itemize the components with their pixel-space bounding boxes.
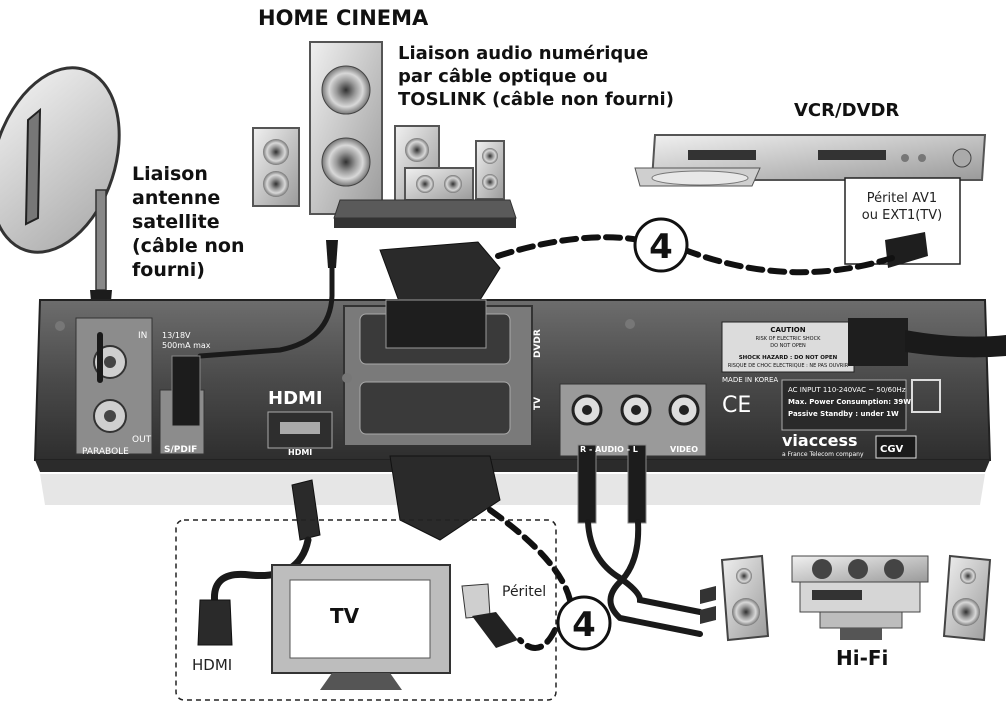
vcr-dvdr — [634, 134, 987, 268]
panel-hdmi-logo: HDMI — [268, 388, 323, 409]
tv-scart-label: Péritel — [502, 584, 547, 600]
callout-top-number: 4 — [649, 227, 673, 267]
home-cinema-title: HOME CINEMA — [258, 6, 429, 30]
optical-link-label: Liaison audio numérique par câble optiqu… — [398, 42, 674, 111]
satellite-dish — [0, 66, 121, 335]
caution-sub1: RISK OF ELECTRIC SHOCK — [756, 336, 821, 342]
caution-title: CAUTION — [770, 326, 805, 334]
sat-line5: fourni) — [132, 259, 205, 281]
tv-box — [175, 519, 557, 701]
panel-in-label: IN — [138, 331, 147, 341]
callout-bottom-number: 4 — [572, 605, 596, 645]
panel-parabole-label: PARABOLE — [82, 447, 129, 457]
panel-standby: Passive Standby : under 1W — [788, 410, 899, 418]
satellite-link-label: Liaison antenne satellite (câble non fou… — [132, 162, 245, 282]
panel-dvdr-label: DVDR — [533, 329, 543, 358]
panel-viaccess: viaccess — [782, 431, 858, 450]
callout-top: 4 — [633, 217, 689, 273]
home-cinema-speakers — [252, 41, 517, 268]
hifi-label: Hi-Fi — [836, 646, 889, 670]
optical-link-line3: TOSLINK (câble non fourni) — [398, 89, 674, 110]
panel-lnb-current: 500mA max — [162, 341, 211, 350]
panel-audio-label: R - AUDIO - L — [580, 445, 638, 454]
vcr-scart-line1: Péritel AV1 — [866, 191, 938, 206]
sat-line4: (câble non — [132, 235, 245, 257]
caution-sub2: DO NOT OPEN — [770, 343, 806, 349]
optical-link-line2: par câble optique ou — [398, 66, 608, 87]
tv-label: TV — [330, 604, 360, 628]
hdmi-cable-label: HDMI — [192, 656, 233, 674]
sat-line2: antenne — [132, 187, 221, 209]
vcr-scart-label: Péritel AV1 ou EXT1(TV) — [850, 190, 954, 224]
panel-tv-scart-label: TV — [533, 397, 543, 410]
panel-labels: IN OUT 13/18V 500mA max PARABOLE S/PDIF … — [82, 329, 911, 458]
shock-hazard-fr: RISQUE DE CHOC ELECTRIQUE : NE PAS OUVRI… — [728, 363, 849, 369]
vcr-scart-line2: ou EXT1(TV) — [861, 208, 943, 223]
panel-max-power: Max. Power Consumption: 39W — [788, 398, 911, 406]
panel-hdmi-port-label: HDMI — [288, 448, 312, 457]
panel-made-in: MADE IN KOREA — [722, 376, 778, 384]
panel-lnb-voltage: 13/18V — [162, 331, 191, 340]
shock-hazard-en: SHOCK HAZARD : DO NOT OPEN — [739, 355, 838, 361]
optical-link-line1: Liaison audio numérique — [398, 43, 649, 64]
panel-ac-input: AC INPUT 110-240VAC ~ 50/60Hz — [788, 386, 906, 394]
panel-spdif-label: S/PDIF — [164, 445, 197, 455]
hifi-system — [700, 554, 992, 642]
panel-ce-mark: CE — [722, 393, 751, 418]
sat-line3: satellite — [132, 211, 220, 233]
vcr-title: VCR/DVDR — [794, 100, 900, 121]
panel-out-label: OUT — [132, 435, 152, 445]
cables — [97, 234, 895, 651]
caution-plate: CAUTION RISK OF ELECTRIC SHOCK DO NOT OP… — [728, 326, 849, 369]
panel-video-label: VIDEO — [670, 445, 698, 454]
panel-cgv: CGV — [880, 444, 904, 455]
callout-bottom: 4 — [556, 595, 612, 651]
panel-ftc: a France Telecom company — [782, 451, 864, 458]
receiver-back-panel — [33, 299, 1006, 505]
sat-line1: Liaison — [132, 163, 208, 185]
